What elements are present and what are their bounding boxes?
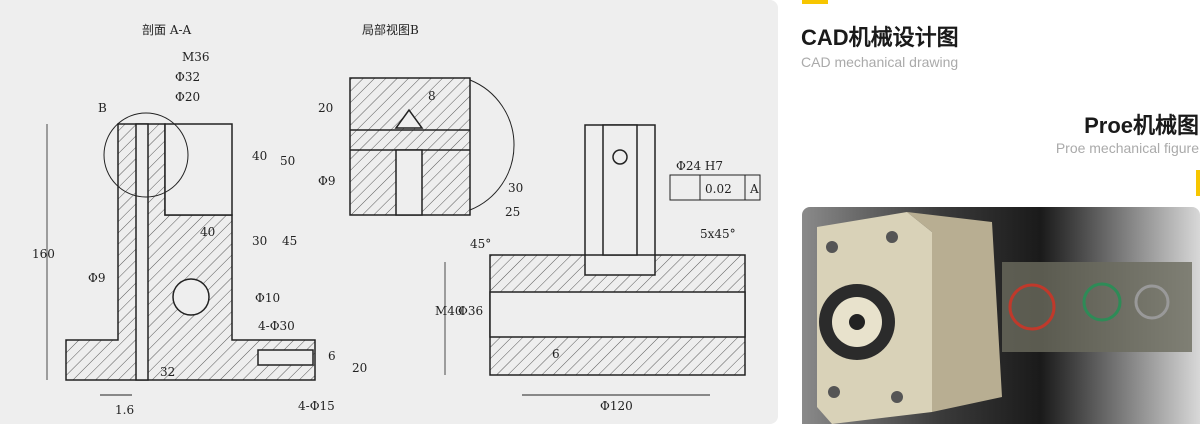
dim-label: 5x45°	[700, 227, 736, 241]
dim-label: 45°	[470, 237, 491, 251]
dim-label: M40	[435, 304, 463, 318]
detail-title: 局部视图B	[362, 22, 419, 37]
dim-label: Φ9	[318, 174, 335, 188]
dim-label: 20	[352, 361, 367, 375]
proe-render-image	[802, 207, 1200, 424]
dim-label: Φ9	[88, 271, 105, 285]
dim-label: M36	[182, 50, 210, 64]
dim-label: 30	[252, 234, 267, 248]
dim-label: 25	[505, 205, 520, 219]
cad-title: CAD机械设计图	[801, 25, 959, 50]
dim-label: 4-Φ30	[258, 319, 295, 333]
mechanical-assembly-render	[817, 212, 1192, 424]
dim-label: 45	[282, 234, 297, 248]
dim-label: 40	[252, 149, 267, 163]
dim-label: Φ120	[600, 399, 633, 413]
cad-drawing: 剖面 A-A 局部视图B M36 Φ32 Φ20 B 160 40 50 40 …	[32, 22, 761, 417]
accent-bar	[1196, 170, 1200, 196]
dim-label: Φ10	[255, 291, 280, 305]
dim-label: 6	[328, 349, 336, 363]
section-title: 剖面 A-A	[142, 23, 192, 37]
dim-label: Φ32	[175, 70, 200, 84]
dim-label: 1.6	[115, 403, 134, 417]
accent-bar	[802, 0, 828, 4]
dim-label: 160	[32, 247, 55, 261]
proe-subtitle: Proe mechanical figure	[1055, 140, 1199, 156]
dim-label: 50	[280, 154, 295, 168]
dim-label: 8	[428, 89, 436, 103]
dim-label: 20	[318, 101, 333, 115]
dim-label: Φ24 H7	[676, 159, 723, 173]
dim-label: B	[98, 101, 107, 115]
dim-label: 0.02	[705, 182, 732, 196]
dim-label: 32	[160, 365, 175, 379]
dim-label: Φ20	[175, 90, 200, 104]
cad-subtitle: CAD mechanical drawing	[801, 54, 959, 70]
dim-label: A	[749, 182, 759, 196]
cad-drawing-image: 剖面 A-A 局部视图B M36 Φ32 Φ20 B 160 40 50 40 …	[0, 0, 778, 424]
dim-label: 40	[200, 225, 215, 239]
proe-title: Proe机械图	[1084, 113, 1199, 138]
dim-label: 4-Φ15	[298, 399, 335, 413]
dim-label: Φ36	[458, 304, 483, 318]
dim-label: 30	[508, 181, 523, 195]
dim-label: 6	[552, 347, 560, 361]
